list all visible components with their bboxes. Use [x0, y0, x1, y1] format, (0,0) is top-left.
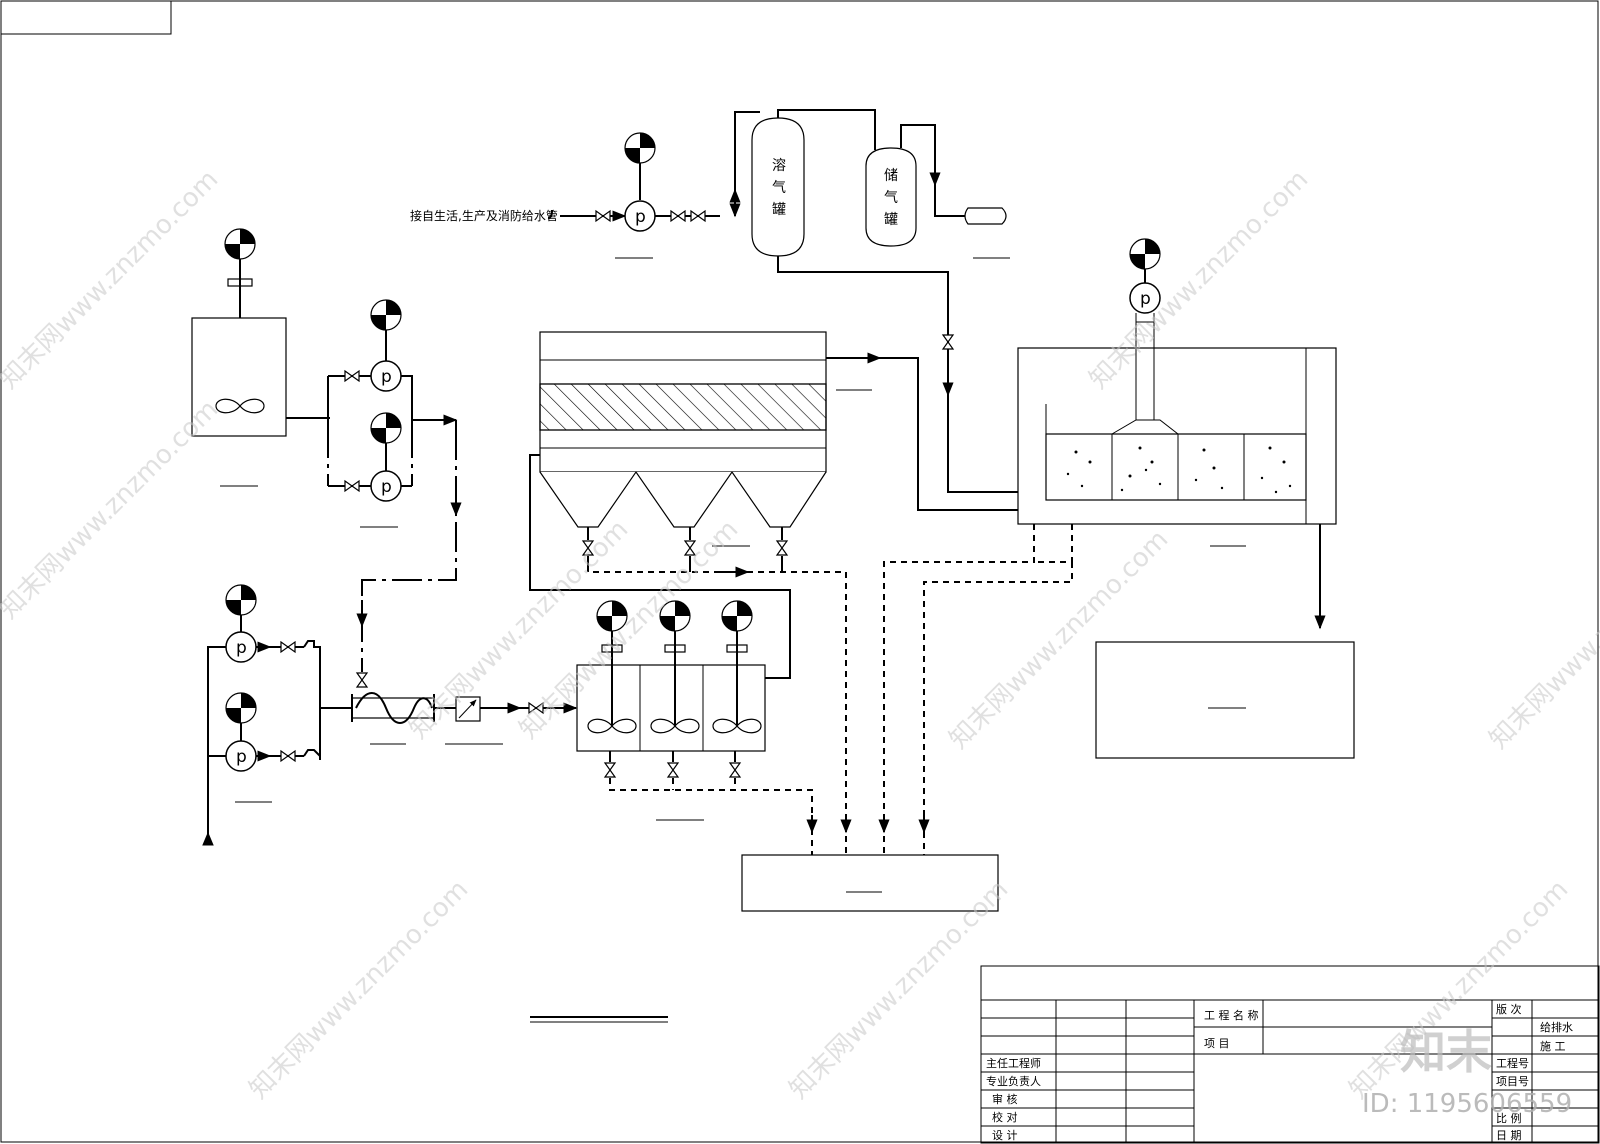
- pump-letter: p: [236, 747, 247, 767]
- dept-value: 给排水: [1540, 1020, 1573, 1034]
- watermark-url: 知末网www.znzmo.com: [0, 394, 224, 625]
- air-compressor[interactable]: [964, 207, 1007, 225]
- flotation-tank[interactable]: [1017, 347, 1337, 547]
- pump-letter: p: [381, 367, 392, 387]
- storage-char-2: 气: [884, 190, 898, 206]
- pump-letter: p: [635, 207, 646, 227]
- watermark-url: 知末网www.znzmo.com: [0, 164, 224, 395]
- water-source-label: 接自生活,生产及消防给水管: [410, 208, 558, 223]
- watermark-url: 知末网www.znzmo.com: [244, 874, 475, 1105]
- water-source-line: 接自生活,生产及消防给水管: [410, 208, 720, 223]
- version-label: 版 次: [1496, 1002, 1522, 1016]
- dosing-pump-2[interactable]: p: [370, 412, 402, 502]
- tank-char-1: 溶: [772, 158, 786, 174]
- gas-storage-tank[interactable]: 储 气 罐: [865, 147, 917, 247]
- watermark-id: ID: 1195606559: [1362, 1089, 1572, 1119]
- pump-letter: p: [381, 477, 392, 497]
- tank-char-3: 罐: [772, 202, 786, 218]
- sludge-tank[interactable]: [741, 854, 999, 912]
- watermark-url: 知末网www.znzmo.com: [1484, 524, 1600, 755]
- scraper-drive[interactable]: p: [1129, 238, 1161, 420]
- corner-box: [0, 0, 172, 35]
- design-label: 设 计: [992, 1129, 1018, 1142]
- pump-letter: p: [236, 638, 247, 658]
- project-no-label: 项目号: [1496, 1075, 1529, 1088]
- project-name-label: 工 程 名 称: [1204, 1008, 1259, 1022]
- specialist-label: 专业负责人: [986, 1074, 1041, 1088]
- storage-char-1: 储: [884, 168, 898, 184]
- sheet-no-label: 工程号: [1496, 1057, 1529, 1070]
- pump-body: [624, 200, 656, 232]
- date-label: 日 期: [1496, 1129, 1522, 1142]
- storage-char-3: 罐: [884, 212, 898, 228]
- dosing-tank[interactable]: [191, 228, 287, 487]
- pipeline-mixer[interactable]: [351, 692, 435, 745]
- tank-char-2: 气: [772, 180, 786, 196]
- check-label: 校 对: [992, 1110, 1018, 1124]
- title-block: 工 程 名 称 项 目 版 次 给排水 施 工 工程号 项目号 比 例 日 期 …: [980, 965, 1600, 1144]
- dosing-pump-1[interactable]: p: [370, 299, 402, 392]
- lift-pump-2[interactable]: p: [225, 692, 257, 772]
- lift-pump-1[interactable]: p: [225, 584, 257, 663]
- review-label: 审 核: [992, 1092, 1018, 1106]
- chief-engineer-label: 主任工程师: [986, 1057, 1041, 1070]
- bubbles: [1066, 446, 1292, 494]
- pump-letter: p: [1140, 289, 1151, 309]
- stage-value: 施 工: [1540, 1040, 1566, 1053]
- flocculation-tank[interactable]: [576, 600, 766, 821]
- watermark-brand: 知末: [1400, 1025, 1492, 1079]
- scale-label: 比 例: [1496, 1111, 1522, 1125]
- pressure-pump-top[interactable]: p: [615, 132, 656, 259]
- dissolving-tank[interactable]: 溶 气 罐: [751, 117, 805, 257]
- filter-tank[interactable]: [539, 331, 827, 547]
- clear-water-tank[interactable]: [1095, 641, 1355, 759]
- item-label: 项 目: [1204, 1037, 1230, 1050]
- flow-meter[interactable]: [445, 696, 503, 745]
